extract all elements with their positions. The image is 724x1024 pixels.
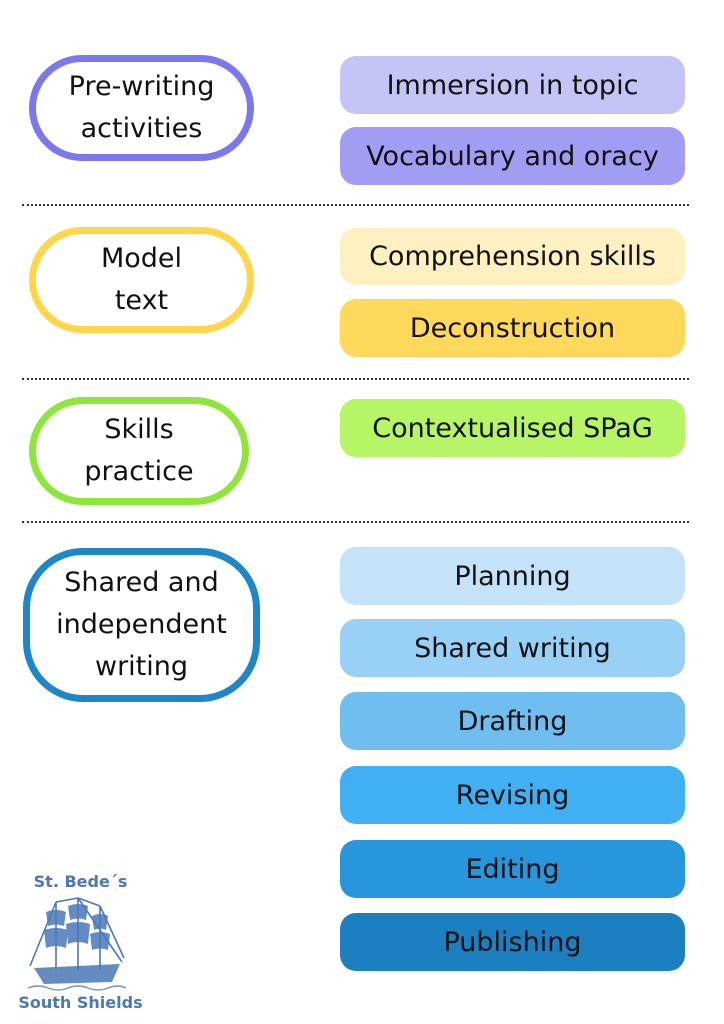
stage-label: Shared and independent writing: [56, 567, 227, 682]
step-shared-writing: Shared writing: [340, 619, 685, 677]
stage-pill-skills-practice: Skills practice: [29, 397, 249, 505]
section-divider: [22, 521, 689, 523]
step-drafting: Drafting: [340, 692, 685, 750]
stage-label: Skills practice: [84, 414, 194, 487]
step-label: Shared writing: [414, 632, 611, 664]
step-editing: Editing: [340, 840, 685, 898]
section-divider: [22, 378, 689, 380]
sailing-ship-icon: [27, 897, 126, 991]
step-vocabulary-and-oracy: Vocabulary and oracy: [340, 127, 685, 185]
section-divider: [22, 204, 689, 206]
step-revising: Revising: [340, 766, 685, 824]
step-publishing: Publishing: [340, 913, 685, 971]
logo-top-text: St. Bede´s: [33, 872, 128, 891]
step-label: Planning: [454, 560, 571, 592]
step-label: Editing: [465, 853, 560, 885]
step-label: Deconstruction: [409, 312, 616, 344]
logo-bottom-text: South Shields: [18, 993, 143, 1012]
step-deconstruction: Deconstruction: [340, 299, 685, 357]
stage-pill-pre-writing: Pre-writing activities: [29, 55, 254, 161]
step-label: Vocabulary and oracy: [366, 140, 659, 172]
school-logo: St. Bede´s South Shiel: [18, 872, 143, 1017]
step-comprehension-skills: Comprehension skills: [340, 228, 685, 285]
step-label: Comprehension skills: [369, 241, 656, 272]
step-contextualised-spag: Contextualised SPaG: [340, 399, 685, 457]
step-label: Revising: [455, 779, 570, 811]
step-label: Contextualised SPaG: [372, 412, 653, 444]
step-immersion-in-topic: Immersion in topic: [340, 56, 685, 114]
stage-pill-shared-and-independent-writing: Shared and independent writing: [23, 548, 260, 702]
step-label: Drafting: [457, 705, 568, 737]
step-label: Publishing: [443, 926, 582, 958]
step-label: Immersion in topic: [386, 69, 639, 101]
stage-label: Model text: [100, 243, 183, 316]
step-planning: Planning: [340, 547, 685, 605]
stage-pill-model-text: Model text: [29, 227, 254, 333]
stage-label: Pre-writing activities: [68, 71, 215, 144]
